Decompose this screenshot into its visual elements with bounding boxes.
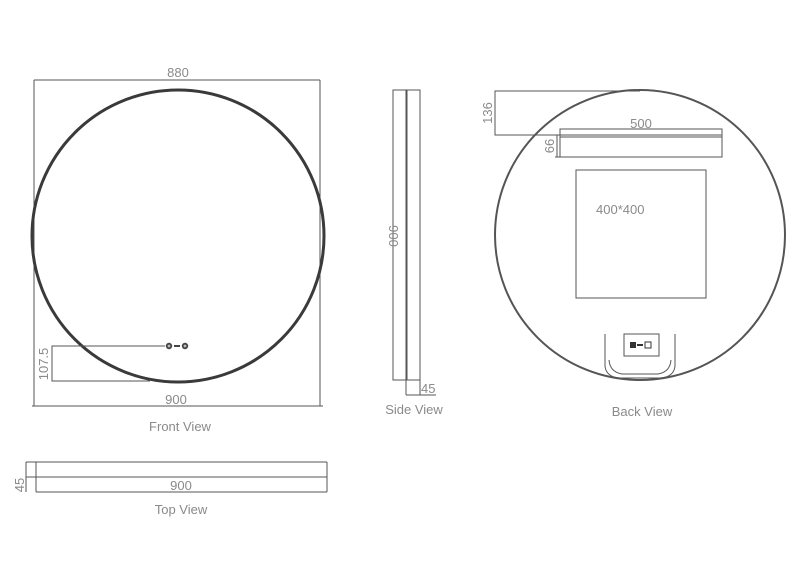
side-view: 900 45 Side View — [385, 89, 443, 417]
switch-connector-icon — [630, 341, 652, 349]
dim-400x400-label: 400*400 — [596, 202, 644, 217]
dimension-line-136 — [494, 90, 640, 136]
dim-900-label: 900 — [165, 392, 187, 407]
dim-45-label: 45 — [12, 478, 27, 492]
dim-900-label: 900 — [386, 225, 401, 247]
dim-500-label: 500 — [630, 116, 652, 131]
hanging-bracket — [559, 134, 723, 158]
back-panel-400x400 — [575, 169, 707, 299]
front-view: 880 900 107.5 Front View — [30, 65, 326, 434]
side-back-panel — [392, 89, 408, 381]
dim-107-5-label: 107.5 — [36, 348, 51, 381]
dim-66-label: 66 — [542, 139, 557, 153]
dimension-line-107-5 — [51, 345, 165, 382]
back-view: 136 500 66 400*400 Back View — [480, 89, 786, 419]
dim-880-label: 880 — [167, 65, 189, 80]
side-front-panel — [405, 89, 421, 381]
front-view-title: Front View — [149, 419, 212, 434]
back-view-title: Back View — [612, 404, 673, 419]
bracket-top-line — [559, 128, 723, 138]
bottom-bracket-outer — [604, 334, 676, 379]
bottom-bracket-inner — [608, 359, 672, 375]
mirror-back-outline — [494, 89, 786, 381]
dim-136-label: 136 — [480, 102, 495, 124]
top-view-title: Top View — [155, 502, 208, 517]
driver-box — [623, 333, 660, 357]
side-view-title: Side View — [385, 402, 443, 417]
mirror-outline — [30, 88, 326, 384]
dim-45-label: 45 — [421, 381, 435, 396]
dim-900-label: 900 — [170, 478, 192, 493]
touch-switch-icon — [165, 342, 189, 350]
top-view: 900 45 Top View — [12, 461, 328, 517]
